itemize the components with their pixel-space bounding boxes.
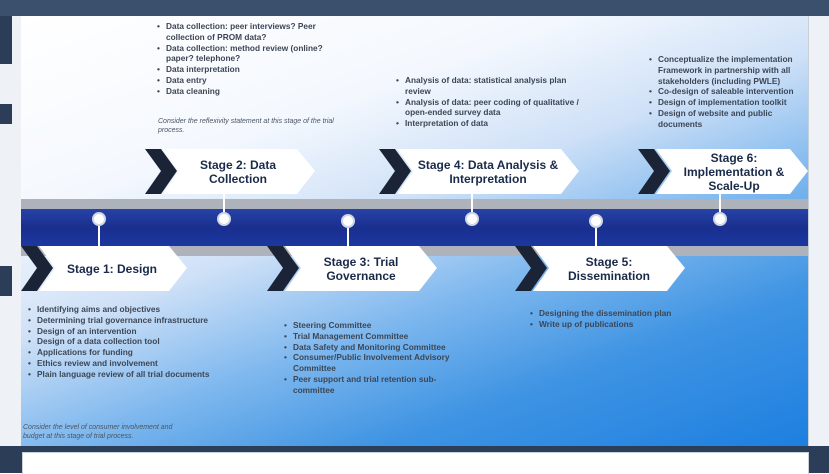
bottom-panel [22,452,809,474]
stage-3-task: Steering Committee [284,320,473,331]
stage-1-task: Plain language review of all trial docum… [28,369,227,380]
timeline-band [21,209,808,246]
stage-1-marker [92,212,106,226]
stage-3-task: Consumer/Public Involvement Advisory Com… [284,352,473,374]
stage-1-note: Consider the level of consumer involveme… [23,424,173,440]
stage-1-task: Design of a data collection tool [28,336,227,347]
stage-5-task: Designing the dissemination plan [530,308,719,319]
stage-3-task: Data Safety and Monitoring Committee [284,342,473,353]
stage-1-title: Stage 1: Design [66,261,158,276]
stage-6-title: Stage 6: Implementation & Scale-Up [683,150,785,193]
stage-3-tasks: Steering Committee Trial Management Comm… [283,320,473,396]
stage-2-task: Data collection: peer interviews? Peer c… [157,21,346,43]
stage-4-task: Analysis of data: peer coding of qualita… [396,97,585,119]
stage-2-marker [217,212,231,226]
stage-5-chevron: Stage 5: Dissemination [515,246,685,291]
stage-6-task: Design of implementation toolkit [649,97,808,108]
stage-2-task: Data collection: method review (online? … [157,43,346,65]
roadmap-slide: Stage 1: Design Identifying aims and obj… [21,16,808,446]
stage-3-title: Stage 3: Trial Governance [323,254,399,283]
stage-2-tasks: Data collection: peer interviews? Peer c… [156,21,346,97]
stage-5-task: Write up of publications [530,319,719,330]
stage-2-note: Consider the reflexivity statement at th… [158,118,334,134]
stage-4-marker [465,212,479,226]
stage-4-connector [471,188,473,212]
stage-2-task: Data cleaning [157,86,346,97]
left-panel-edge [0,16,21,446]
stage-2-title: Stage 2: Data Collection [199,157,277,186]
stage-6-marker [713,212,727,226]
stage-1-task: Identifying aims and objectives [28,304,227,315]
stage-1-task: Ethics review and involvement [28,358,227,369]
stage-1-task: Design of an intervention [28,326,227,337]
timeline-upper-edge [21,199,808,209]
stage-4-title: Stage 4: Data Analysis & Interpretation [417,157,559,186]
stage-6-tasks: Conceptualize the implementation Framewo… [648,54,808,130]
stage-4-task: Interpretation of data [396,118,585,129]
stage-5-tasks: Designing the dissemination plan Write u… [529,308,719,330]
stage-6-task: Co-design of saleable intervention [649,86,808,97]
stage-3-chevron: Stage 3: Trial Governance [267,246,437,291]
stage-2-task: Data entry [157,75,346,86]
stage-6-task: Conceptualize the implementation Framewo… [649,54,808,86]
stage-1-task: Determining trial governance infrastruct… [28,315,227,326]
window-top-bar [0,0,829,16]
stage-1-chevron: Stage 1: Design [21,246,187,291]
stage-4-tasks: Analysis of data: statistical analysis p… [395,75,585,129]
stage-5-marker [589,214,603,228]
stage-6-task: Design of website and public documents [649,108,808,130]
stage-2-chevron: Stage 2: Data Collection [145,149,315,194]
stage-3-task: Trial Management Committee [284,331,473,342]
stage-5-connector [595,228,597,246]
stage-2-connector [223,188,225,212]
stage-3-connector [347,228,349,246]
stage-6-chevron: Stage 6: Implementation & Scale-Up [638,149,808,194]
stage-4-chevron: Stage 4: Data Analysis & Interpretation [379,149,579,194]
stage-6-connector [719,193,721,212]
right-panel-edge [808,16,829,446]
stage-1-tasks: Identifying aims and objectives Determin… [27,304,227,380]
stage-4-task: Analysis of data: statistical analysis p… [396,75,585,97]
stage-3-marker [341,214,355,228]
stage-1-task: Applications for funding [28,347,227,358]
stage-5-title: Stage 5: Dissemination [567,254,651,283]
stage-2-task: Data interpretation [157,64,346,75]
stage-1-connector [98,226,100,246]
stage-3-task: Peer support and trial retention sub-com… [284,374,473,396]
